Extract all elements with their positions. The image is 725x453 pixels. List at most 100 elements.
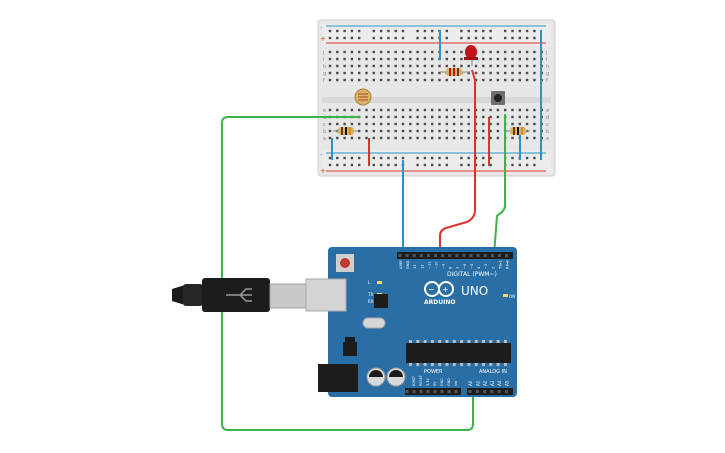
breadboard-hole (445, 136, 448, 140)
breadboard-hole (518, 115, 521, 119)
chip-pin (452, 340, 456, 343)
breadboard-hole (358, 108, 361, 112)
breadboard-hole (533, 64, 536, 68)
breadboard-hole (474, 71, 478, 75)
rail-hole (431, 29, 434, 33)
header-pin[interactable] (468, 390, 472, 393)
header-pin[interactable] (455, 254, 459, 257)
header-pin[interactable] (440, 390, 444, 393)
wire-green-analog[interactable] (221, 116, 474, 431)
breadboard-hole (467, 136, 470, 140)
breadboard-hole (416, 57, 419, 61)
breadboard-hole (372, 136, 375, 140)
breadboard-hole (482, 136, 485, 140)
breadboard-hole (343, 108, 346, 112)
header-pin[interactable] (441, 254, 445, 257)
header-pin[interactable] (497, 390, 501, 393)
analog-pin-label: A5 (505, 380, 510, 386)
resistor-top[interactable] (440, 68, 470, 76)
reset-button[interactable] (340, 258, 350, 268)
header-pin[interactable] (505, 390, 508, 393)
breadboard-hole (365, 108, 368, 112)
breadboard-hole (460, 129, 463, 133)
header-pin[interactable] (398, 254, 402, 257)
header-pin[interactable] (497, 254, 501, 257)
header-pin[interactable] (434, 254, 437, 257)
rail-hole (350, 36, 354, 40)
capacitor-left-mark (369, 370, 383, 377)
header-pin[interactable] (426, 254, 430, 257)
breadboard-hole (358, 122, 361, 126)
breadboard-hole (533, 50, 536, 54)
breadboard-hole (445, 50, 448, 54)
breadboard-hole (379, 136, 383, 140)
header-pin[interactable] (483, 390, 487, 393)
breadboard-hole (379, 71, 383, 75)
breadboard-hole (328, 50, 332, 54)
header-pin[interactable] (462, 254, 466, 257)
rail-hole (416, 163, 419, 167)
row-letter: d (546, 115, 549, 121)
header-pin[interactable] (419, 390, 423, 393)
breadboard-hole (496, 50, 500, 54)
breadboard-hole (365, 57, 368, 61)
usb-jack (305, 278, 347, 312)
breadboard-hole (394, 64, 397, 68)
header-pin[interactable] (483, 254, 487, 257)
header-pin[interactable] (454, 390, 458, 393)
header-pin[interactable] (505, 254, 508, 257)
breadboard-hole (387, 57, 390, 61)
breadboard-hole (460, 57, 463, 61)
breadboard-hole (328, 71, 332, 75)
header-pin[interactable] (405, 390, 409, 393)
rail-hole (438, 163, 441, 167)
wire-red-led[interactable] (439, 69, 476, 255)
header-pin[interactable] (476, 254, 480, 257)
led[interactable] (464, 45, 478, 66)
breadboard-hole (387, 71, 390, 75)
breadboard-hole (496, 122, 500, 126)
rail-hole (394, 156, 397, 160)
breadboard-hole (474, 64, 478, 68)
header-pin[interactable] (412, 254, 416, 257)
breadboard-hole (394, 71, 397, 75)
chip-pin (409, 363, 412, 366)
logo-text: ARDUINO (424, 299, 455, 306)
breadboard-hole (489, 71, 492, 75)
breadboard-hole (445, 115, 448, 119)
header-pin[interactable] (469, 254, 473, 257)
rail-hole (372, 29, 375, 33)
wire-green-button[interactable] (493, 114, 506, 256)
usb-cable[interactable] (172, 278, 307, 312)
breadboard-hole (489, 122, 492, 126)
breadboard-hole (401, 57, 405, 61)
header-pin[interactable] (490, 390, 494, 393)
analog-pin-label: A3 (490, 380, 495, 386)
header-pin[interactable] (433, 390, 437, 393)
breadboard-hole (438, 71, 441, 75)
header-pin[interactable] (475, 390, 479, 393)
header-pin[interactable] (447, 390, 451, 393)
row-letter: a (323, 136, 326, 142)
pushbutton[interactable] (491, 91, 505, 105)
rail-minus-top: - (320, 24, 323, 32)
digital-pin-label: 8 (449, 266, 453, 269)
header-pin[interactable] (426, 390, 430, 393)
resistor-left[interactable] (333, 127, 358, 135)
chip-pin (460, 363, 464, 366)
header-pin[interactable] (490, 254, 494, 257)
header-pin[interactable] (412, 390, 416, 393)
power-jack (318, 364, 358, 392)
rail-hole (460, 163, 463, 167)
rail-hole (401, 29, 405, 33)
header-pin[interactable] (448, 254, 452, 257)
resistor-right[interactable] (505, 127, 530, 135)
breadboard-hole (328, 122, 332, 126)
chip-pin (430, 363, 434, 366)
photoresistor[interactable] (354, 88, 372, 106)
rail-hole (445, 29, 448, 33)
header-pin[interactable] (405, 254, 409, 257)
header-pin[interactable] (419, 254, 423, 257)
